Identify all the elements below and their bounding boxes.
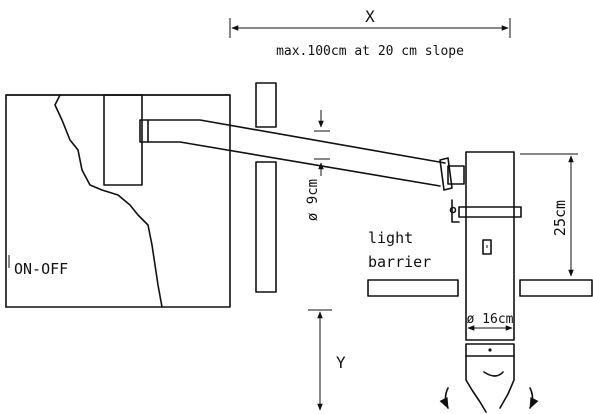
dimension-outlet: ø 16cm	[467, 312, 514, 331]
dimension-y: Y	[308, 309, 346, 411]
nozzle-inner-curve	[483, 371, 504, 377]
switch-label: ON-OFF	[14, 260, 68, 278]
dimension-x-label: X	[365, 7, 375, 26]
rotation-arrow-left	[439, 387, 449, 410]
dimension-height-label: 25cm	[551, 200, 569, 236]
pipe-lower-edge	[147, 141, 441, 187]
machine-housing: ON-OFF	[5, 94, 231, 308]
outlet-nozzle	[439, 343, 539, 413]
nozzle-left-edge	[465, 355, 487, 413]
floor-slab-left	[367, 279, 459, 297]
inner-compartment	[103, 94, 143, 186]
riser-column	[449, 151, 522, 341]
pipe-end-connector	[447, 165, 465, 185]
nozzle-dot	[488, 348, 492, 352]
dimension-pipe: ø 9cm	[305, 110, 330, 221]
dimension-pipe-label: ø 9cm	[305, 179, 321, 221]
wall	[255, 82, 277, 293]
nozzle-right-edge	[499, 355, 515, 409]
light-barrier-label-group: light barrier	[368, 229, 431, 271]
housing-cutaway-line	[54, 94, 163, 308]
pipe-flange	[139, 119, 149, 143]
dimension-outlet-label: ø 16cm	[467, 312, 514, 327]
pipe-coupling	[439, 157, 453, 191]
dimension-height: 25cm	[520, 153, 578, 277]
wall-upper-segment	[255, 82, 277, 128]
dimension-x: X max.100cm at 20 cm slope	[229, 7, 511, 59]
pipe-upper-edge	[147, 119, 446, 164]
nozzle-collar	[465, 343, 515, 357]
light-barrier-label-line2: barrier	[368, 253, 431, 271]
rotation-arrow-right	[529, 387, 539, 410]
light-barrier-label-line1: light	[368, 229, 413, 247]
dimension-y-label: Y	[336, 353, 346, 372]
riser-body	[465, 151, 515, 341]
bracket-bolt	[449, 206, 457, 214]
floor	[367, 279, 593, 297]
riser-clamp	[458, 206, 522, 218]
dimension-x-note: max.100cm at 20 cm slope	[276, 44, 464, 59]
light-barrier-sensor	[482, 239, 492, 255]
floor-slab-right	[519, 279, 593, 297]
wall-lower-segment	[255, 161, 277, 293]
connecting-pipe	[139, 119, 465, 191]
